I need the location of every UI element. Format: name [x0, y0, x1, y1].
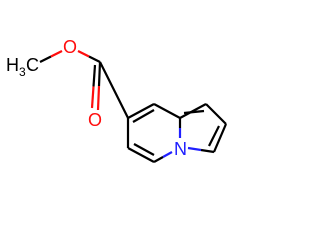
bond-c3-n-a: [200, 148, 215, 154]
bond-c5-c6: [127, 147, 155, 163]
bond-c1-c2: [205, 103, 227, 125]
methyl-subscript-label: 3: [19, 65, 26, 79]
ester-oxygen-label: O: [63, 37, 77, 57]
bond-c5-c6-inner: [133, 143, 155, 156]
bond-c3-n-b: [187, 146, 202, 152]
bond-carbonyl-ring: [99, 61, 129, 119]
bond-c7-c8-inner: [132, 109, 155, 123]
bond-methyl-oester-b: [50, 50, 63, 58]
bond-c7-c8: [127, 103, 155, 119]
methyl-h-label: H: [6, 55, 19, 75]
ring-nitrogen-label: N: [174, 139, 187, 159]
bond-oester-carbonyl-b: [88, 55, 101, 63]
bond-methyl-oester-a: [39, 55, 52, 63]
bond-c8a-c1-inner: [183, 109, 205, 115]
bond-carbonyl-1-a: [97, 61, 102, 87]
bond-c2-c3-inner: [208, 125, 220, 147]
bond-carbonyl-2-a: [92, 64, 97, 87]
methyl-c-label: C: [26, 55, 39, 75]
bond-c2-c3: [212, 123, 228, 153]
carbonyl-oxygen-label: O: [88, 110, 102, 130]
bond-carbonyl-2-b: [90, 86, 95, 109]
molecule-structure: H 3 C O O N: [6, 37, 228, 163]
bond-carbonyl-1-b: [96, 85, 101, 111]
bond-oester-carbonyl-a: [77, 50, 90, 58]
bond-n-c5-b: [153, 156, 164, 163]
bond-c8-c8a: [153, 103, 181, 119]
bond-n-c5-a: [162, 151, 173, 158]
